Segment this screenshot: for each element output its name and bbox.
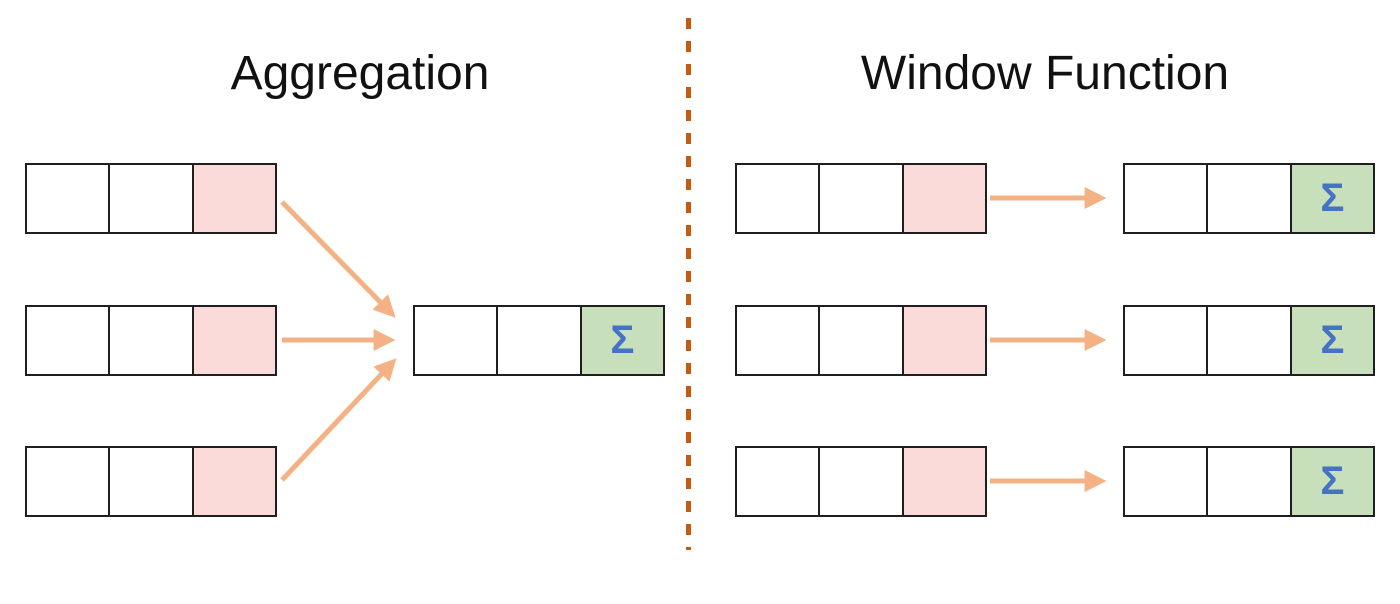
- agg-result-row: Σ: [413, 305, 665, 376]
- cell: [737, 448, 821, 515]
- cell: [1208, 307, 1292, 374]
- agg-arrow-1: [280, 200, 396, 318]
- highlighted-cell: [903, 165, 985, 232]
- window-function-title: Window Function: [860, 47, 1230, 100]
- divider-line: [686, 18, 691, 550]
- cell: [737, 307, 821, 374]
- sigma-cell: Σ: [1291, 448, 1373, 515]
- agg-arrow-3: [280, 358, 397, 482]
- aggregation-title: Aggregation: [230, 47, 490, 100]
- cell: [110, 307, 194, 374]
- win-source-row-1: [735, 163, 987, 234]
- cell: [498, 307, 582, 374]
- cell: [820, 448, 904, 515]
- cell: [820, 307, 904, 374]
- sigma-cell: Σ: [1291, 165, 1373, 232]
- cell: [1125, 165, 1209, 232]
- agg-source-row-1: [25, 163, 277, 234]
- agg-source-row-3: [25, 446, 277, 517]
- win-source-row-2: [735, 305, 987, 376]
- win-result-row-3: Σ: [1123, 446, 1375, 517]
- cell: [110, 448, 194, 515]
- highlighted-cell: [193, 307, 275, 374]
- cell: [27, 448, 111, 515]
- agg-source-row-2: [25, 305, 277, 376]
- win-source-row-3: [735, 446, 987, 517]
- win-result-row-2: Σ: [1123, 305, 1375, 376]
- highlighted-cell: [193, 165, 275, 232]
- cell: [1208, 165, 1292, 232]
- sigma-cell: Σ: [581, 307, 663, 374]
- highlighted-cell: [903, 448, 985, 515]
- sigma-cell: Σ: [1291, 307, 1373, 374]
- cell: [110, 165, 194, 232]
- cell: [27, 165, 111, 232]
- cell: [737, 165, 821, 232]
- cell: [415, 307, 499, 374]
- cell: [27, 307, 111, 374]
- win-result-row-1: Σ: [1123, 163, 1375, 234]
- cell: [1208, 448, 1292, 515]
- highlighted-cell: [193, 448, 275, 515]
- cell: [1125, 307, 1209, 374]
- cell: [1125, 448, 1209, 515]
- cell: [820, 165, 904, 232]
- highlighted-cell: [903, 307, 985, 374]
